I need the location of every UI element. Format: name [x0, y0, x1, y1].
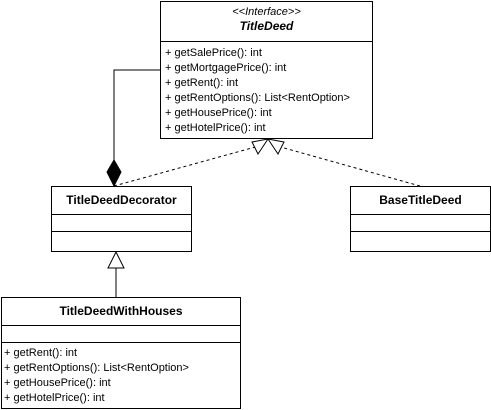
stereotype-label: <<Interface>>	[232, 6, 301, 18]
class-name: TitleDeedWithHouses	[59, 304, 183, 318]
method-item: + getHotelPrice(): int	[165, 122, 266, 134]
composition-line	[113, 69, 160, 160]
methods-section: + getRent(): int + getRentOptions(): Lis…	[2, 343, 240, 406]
methods-section	[52, 232, 191, 251]
method-item: + getHotelPrice(): int	[4, 392, 105, 404]
realization-line-base	[276, 145, 421, 187]
method-item: + getHousePrice(): int	[4, 377, 111, 389]
method-item: + getSalePrice(): int	[165, 47, 262, 59]
class-base-title-deed[interactable]: BaseTitleDeed	[350, 186, 491, 252]
method-item: + getRent(): int	[165, 77, 239, 89]
composition-diamond-icon	[106, 159, 122, 188]
class-name: TitleDeedDecorator	[66, 193, 177, 207]
class-title-deed-with-houses[interactable]: TitleDeedWithHouses + getRent(): int + g…	[1, 297, 241, 409]
method-item: + getRentOptions(): List<RentOption>	[165, 92, 350, 104]
class-header: BaseTitleDeed	[351, 187, 490, 215]
attributes-section	[2, 326, 240, 343]
realization-decorator-connector	[113, 138, 270, 187]
class-name: TitleDeed	[239, 19, 294, 33]
class-name: BaseTitleDeed	[379, 193, 462, 207]
composition-connector	[106, 69, 160, 188]
method-item: + getRentOptions(): List<RentOption>	[4, 362, 189, 374]
generalization-arrowhead-icon	[107, 250, 125, 269]
method-item: + getRent(): int	[4, 347, 78, 359]
class-header: <<Interface>> TitleDeed	[161, 2, 372, 42]
realization-arrowhead-icon	[266, 138, 285, 155]
attributes-section	[351, 215, 490, 232]
class-title-deed-decorator[interactable]: TitleDeedDecorator	[51, 186, 192, 252]
realization-arrowhead-icon	[251, 138, 270, 155]
realization-line-decorator	[113, 145, 260, 187]
methods-section	[351, 232, 490, 251]
class-title-deed[interactable]: <<Interface>> TitleDeed + getSalePrice()…	[160, 1, 373, 139]
method-item: + getMortgagePrice(): int	[165, 62, 287, 74]
class-header: TitleDeedWithHouses	[2, 298, 240, 326]
method-item: + getHousePrice(): int	[165, 107, 272, 119]
attributes-section	[52, 215, 191, 232]
methods-section: + getSalePrice(): int + getMortgagePrice…	[161, 42, 372, 136]
generalization-connector	[107, 250, 125, 297]
class-header: TitleDeedDecorator	[52, 187, 191, 215]
realization-base-connector	[266, 138, 421, 187]
